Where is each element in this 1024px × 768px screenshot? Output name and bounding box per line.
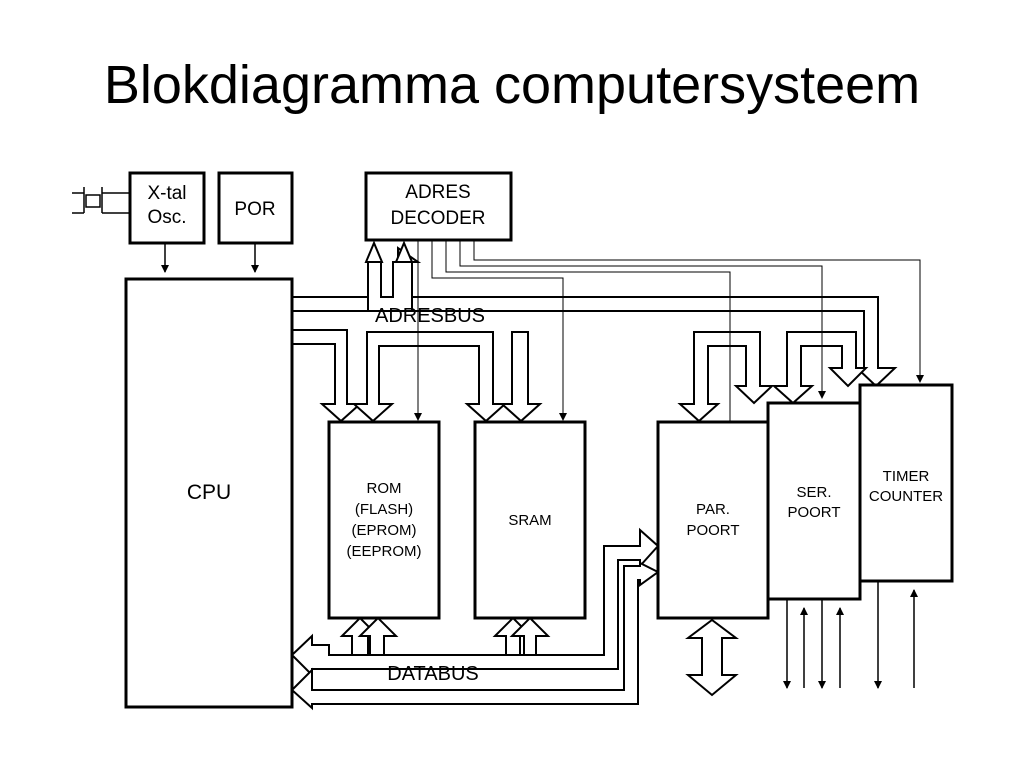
ser-label-2: POORT: [787, 504, 840, 521]
page-title: Blokdiagramma computersysteem: [103, 55, 921, 115]
xtal-label-1: X-tal: [147, 183, 186, 204]
serial-io-lines: [783, 600, 844, 689]
databus-label: DATABUS: [387, 663, 479, 685]
par-label-1: PAR.: [696, 501, 730, 518]
address-bus: [291, 240, 898, 423]
parallel-port-block: PAR. POORT: [656, 420, 770, 620]
xtal-osc-block: X-tal Osc.: [128, 171, 206, 245]
par-label-2: POORT: [686, 522, 739, 539]
timer-counter-block: TIMER COUNTER: [858, 383, 954, 583]
por-label: POR: [234, 199, 275, 220]
rom-label-4: (EEPROM): [347, 543, 422, 560]
address-decoder-block: ADRES DECODER: [364, 171, 513, 242]
sram-block: SRAM: [473, 420, 587, 620]
cpu-label: CPU: [187, 481, 231, 504]
serial-port-block: SER. POORT: [766, 401, 862, 601]
adres-label-2: DECODER: [390, 208, 485, 229]
timer-io-lines: [874, 582, 918, 689]
rom-label-1: ROM: [367, 480, 402, 497]
adresbus-label: ADRESBUS: [375, 305, 485, 327]
por-block: POR: [217, 171, 294, 245]
rom-label-2: (FLASH): [355, 501, 413, 518]
adres-label-1: ADRES: [405, 182, 470, 203]
ser-label-1: SER.: [796, 484, 831, 501]
sram-label: SRAM: [508, 512, 551, 529]
select-lines: [414, 241, 924, 422]
rom-block: ROM (FLASH) (EPROM) (EEPROM): [327, 420, 441, 620]
timer-label-2: COUNTER: [869, 488, 943, 505]
timer-label-1: TIMER: [883, 468, 930, 485]
crystal-icon: [72, 187, 130, 214]
xtal-label-2: Osc.: [147, 207, 186, 228]
cpu-block: CPU: [124, 277, 294, 709]
rom-label-3: (EPROM): [352, 522, 417, 539]
